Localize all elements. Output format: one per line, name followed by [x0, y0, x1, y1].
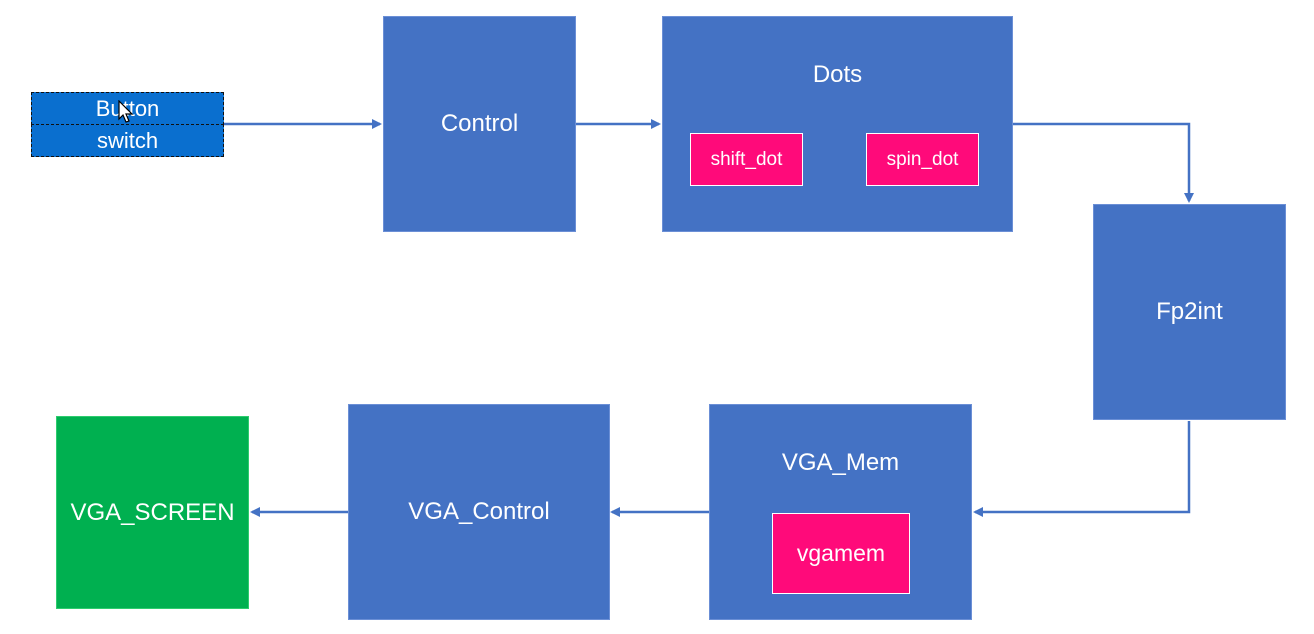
dots-label: Dots [812, 61, 863, 88]
vgamem-label: vgamem [796, 540, 886, 566]
control-block[interactable]: Control [383, 16, 576, 232]
vgamem-block[interactable]: vgamem [772, 513, 910, 594]
fp2int-label: Fp2int [1156, 298, 1223, 325]
switch-label: switch [96, 127, 159, 153]
vga-mem-label: VGA_Mem [781, 449, 900, 476]
fp2int-block[interactable]: Fp2int [1093, 204, 1286, 420]
wire-fp2int-to-vgamem [973, 421, 1191, 517]
vga-control-block[interactable]: VGA_Control [348, 404, 610, 620]
vga-control-label: VGA_Control [408, 498, 550, 525]
spin-dot-block[interactable]: spin_dot [866, 133, 979, 186]
button-input[interactable]: Button [31, 92, 224, 125]
button-label: Button [95, 95, 160, 121]
wire-dots-to-fp2int [1013, 122, 1194, 203]
vga-screen-block[interactable]: VGA_SCREEN [56, 416, 249, 609]
vga-mem-block[interactable]: VGA_Mem vgamem [709, 404, 972, 620]
shift-dot-label: shift_dot [710, 148, 783, 170]
spin-dot-label: spin_dot [886, 148, 959, 170]
control-label: Control [440, 110, 519, 137]
shift-dot-block[interactable]: shift_dot [690, 133, 803, 186]
vga-screen-label: VGA_SCREEN [70, 498, 235, 526]
switch-input[interactable]: switch [31, 124, 224, 157]
dots-block[interactable]: Dots shift_dot spin_dot [662, 16, 1013, 232]
